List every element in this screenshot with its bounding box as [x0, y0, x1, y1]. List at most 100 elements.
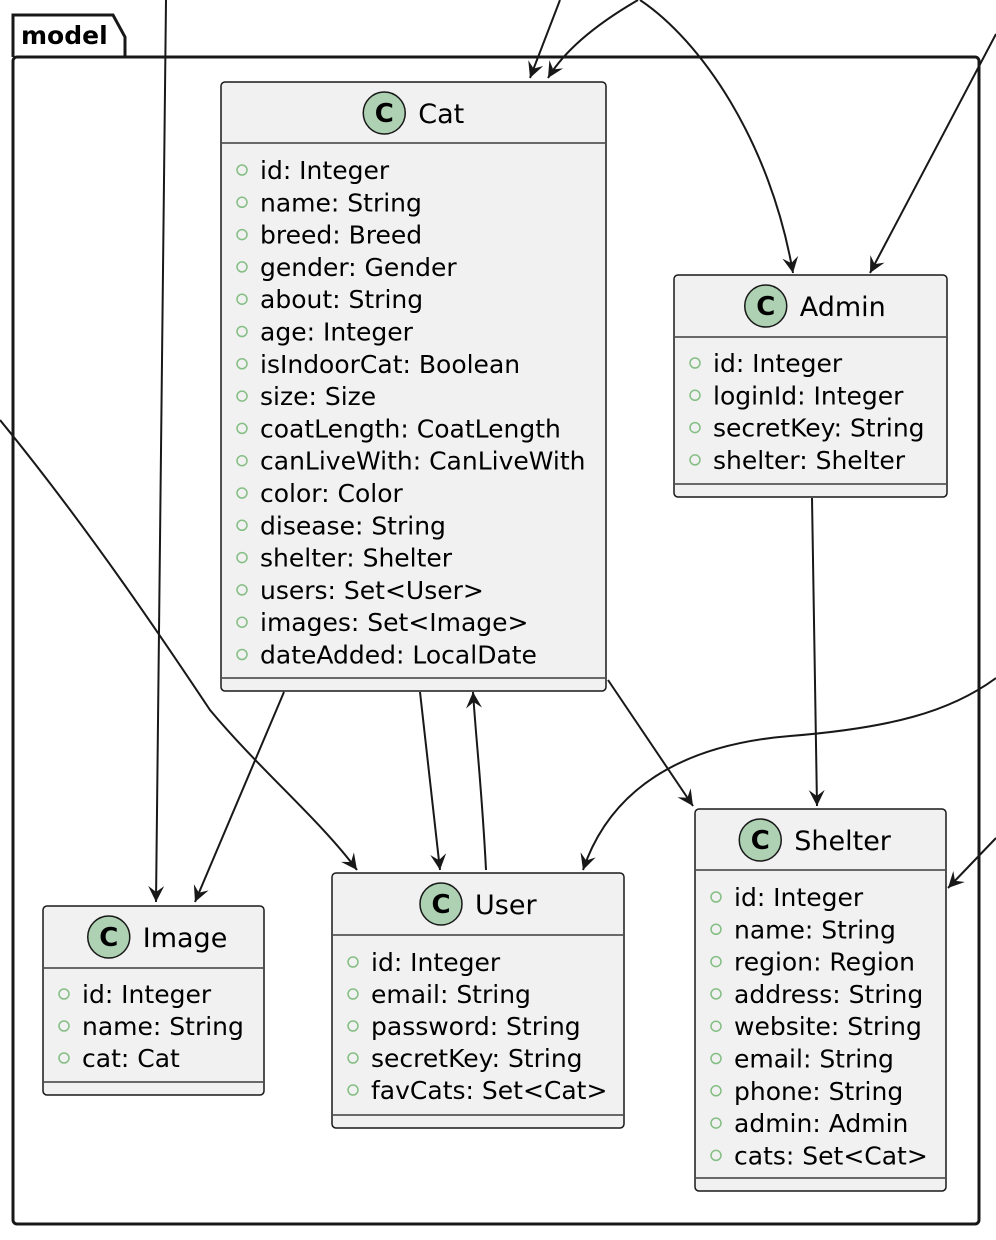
attribute: website: String [734, 1012, 922, 1041]
public-visibility-icon [58, 988, 70, 1000]
public-visibility-icon [347, 988, 359, 1000]
public-visibility-icon [236, 422, 248, 435]
stereotype-letter: C [99, 923, 118, 953]
public-visibility-icon [236, 390, 248, 402]
public-visibility-icon [236, 228, 248, 241]
attribute: coatLength: CoatLength [260, 414, 561, 443]
class-name: User [475, 890, 537, 921]
attribute: breed: Breed [260, 221, 422, 250]
attribute: secretKey: String [713, 414, 925, 443]
attribute: phone: String [734, 1077, 903, 1106]
class-stereotype-icon [419, 882, 463, 926]
class-name: Cat [418, 99, 464, 130]
attribute: color: Color [260, 479, 403, 508]
attribute: canLiveWith: CanLiveWith [260, 447, 586, 476]
public-visibility-icon [236, 519, 248, 532]
package-tab [11, 13, 127, 57]
stereotype-letter: C [751, 826, 770, 856]
attribute: email: String [371, 980, 531, 1009]
class-stereotype-icon [744, 284, 788, 328]
package-frame [11, 55, 981, 1226]
public-visibility-icon [347, 956, 359, 968]
class-name: Shelter [794, 826, 892, 857]
attribute: age: Integer [260, 318, 414, 347]
attribute: loginId: Integer [713, 381, 904, 410]
attribute: name: String [734, 915, 896, 944]
package-label: model [21, 21, 108, 50]
edge-cat-to-image [193, 691, 285, 903]
edge-admin-to-shelter [808, 497, 825, 807]
class-stereotype-icon [738, 818, 782, 862]
attribute: admin: Admin [734, 1109, 908, 1138]
public-visibility-icon [689, 357, 701, 369]
attribute: id: Integer [734, 883, 864, 912]
stereotype-letter: C [375, 99, 394, 129]
attribute: name: String [260, 188, 422, 217]
public-visibility-icon [58, 1052, 70, 1064]
attribute: secretKey: String [371, 1044, 583, 1073]
public-visibility-icon [58, 1020, 70, 1032]
attribute: dateAdded: LocalDate [260, 641, 537, 670]
public-visibility-icon [236, 358, 248, 370]
edge-user-to-cat [466, 691, 487, 871]
public-visibility-icon [236, 261, 248, 273]
public-visibility-icon [236, 293, 248, 305]
public-visibility-icon [347, 1020, 359, 1032]
public-visibility-icon [710, 988, 722, 1000]
edge-external-to-image [148, 0, 167, 903]
public-visibility-icon [689, 421, 701, 434]
attribute: id: Integer [260, 156, 390, 185]
class-box [331, 872, 625, 1129]
public-visibility-icon [710, 1149, 722, 1162]
public-visibility-icon [689, 389, 701, 402]
stereotype-letter: C [431, 890, 450, 920]
attribute: images: Set<Image> [260, 608, 529, 637]
attribute: address: String [734, 980, 923, 1009]
relations [0, 0, 996, 903]
edge-external-to-user [0, 419, 358, 871]
public-visibility-icon [689, 454, 701, 466]
class-stereotype-icon [362, 91, 406, 135]
public-visibility-icon [236, 551, 248, 564]
attribute: about: String [260, 285, 423, 314]
attribute: region: Region [734, 948, 915, 977]
attribute: name: String [82, 1012, 244, 1041]
edge-external-to-admin-2 [869, 33, 996, 274]
attribute: password: String [371, 1012, 581, 1041]
class-box [673, 274, 948, 498]
attribute: disease: String [260, 511, 446, 540]
public-visibility-icon [236, 584, 248, 596]
classes: C Cat id: Integer name: String breed: Breed g… [42, 81, 948, 1192]
class-shelter: C Shelter id: Integer name: String region: R… [694, 808, 947, 1192]
edge-cat-to-user [419, 691, 447, 871]
public-visibility-icon [236, 454, 248, 467]
class-stereotype-icon [87, 915, 131, 959]
public-visibility-icon [710, 1117, 722, 1129]
attribute: cats: Set<Cat> [734, 1141, 928, 1170]
public-visibility-icon [710, 1052, 722, 1065]
public-visibility-icon [710, 1085, 722, 1097]
public-visibility-icon [236, 164, 248, 176]
public-visibility-icon [710, 891, 722, 903]
class-cat: C Cat id: Integer name: String breed: Breed g… [220, 81, 607, 692]
attribute: gender: Gender [260, 253, 457, 282]
package-model: model [11, 13, 981, 1226]
class-name: Image [143, 923, 228, 954]
attribute: id: Integer [713, 349, 843, 378]
attribute: shelter: Shelter [260, 544, 453, 573]
edge-external-to-user-2 [580, 677, 996, 871]
public-visibility-icon [710, 1020, 722, 1032]
edge-external-to-cat-2 [547, 0, 639, 79]
attribute: cat: Cat [82, 1044, 180, 1073]
edge-external-to-admin-1 [639, 0, 799, 274]
attribute: id: Integer [82, 980, 212, 1009]
attribute: id: Integer [371, 948, 501, 977]
public-visibility-icon [236, 487, 248, 499]
attribute: isIndoorCat: Boolean [260, 350, 520, 379]
public-visibility-icon [236, 616, 248, 628]
class-user: C User id: Integer email: String password: S… [331, 872, 625, 1129]
class-name: Admin [800, 292, 886, 323]
public-visibility-icon [347, 1084, 359, 1096]
